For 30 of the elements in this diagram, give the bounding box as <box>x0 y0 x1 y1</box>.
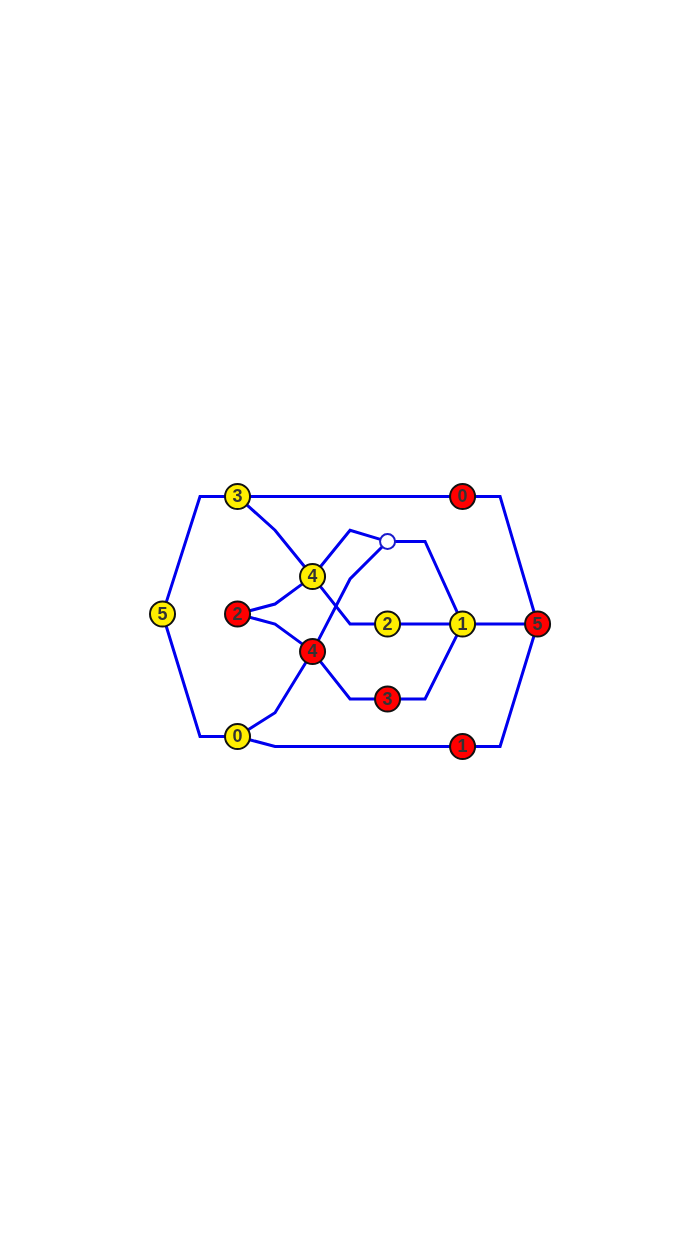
node-circle: 4 <box>299 638 326 666</box>
connector <box>247 661 308 732</box>
connector <box>164 626 225 739</box>
connector <box>164 495 225 604</box>
connector <box>250 495 450 499</box>
connector <box>475 623 526 626</box>
connector <box>400 623 450 626</box>
node-circle <box>379 533 396 551</box>
connector <box>249 616 304 646</box>
connector <box>475 495 536 613</box>
node-circle: 0 <box>223 723 251 751</box>
node-circle: 3 <box>223 483 251 511</box>
node-circle: 1 <box>449 611 477 638</box>
node-circle: 0 <box>449 483 477 511</box>
connector <box>245 504 306 569</box>
node-circle: 5 <box>524 611 552 638</box>
connector <box>319 585 375 626</box>
connector <box>249 738 450 749</box>
node-circle: 5 <box>148 601 176 628</box>
connector <box>319 660 375 701</box>
connector <box>395 540 459 614</box>
node-circle: 3 <box>374 686 401 713</box>
connector <box>400 635 459 701</box>
connector <box>316 546 384 642</box>
node-circle: 2 <box>223 601 251 628</box>
connector <box>249 583 304 613</box>
connector <box>475 636 536 749</box>
node-circle: 2 <box>374 611 401 638</box>
node-circle: 1 <box>449 733 477 761</box>
node-circle: 4 <box>299 563 326 591</box>
